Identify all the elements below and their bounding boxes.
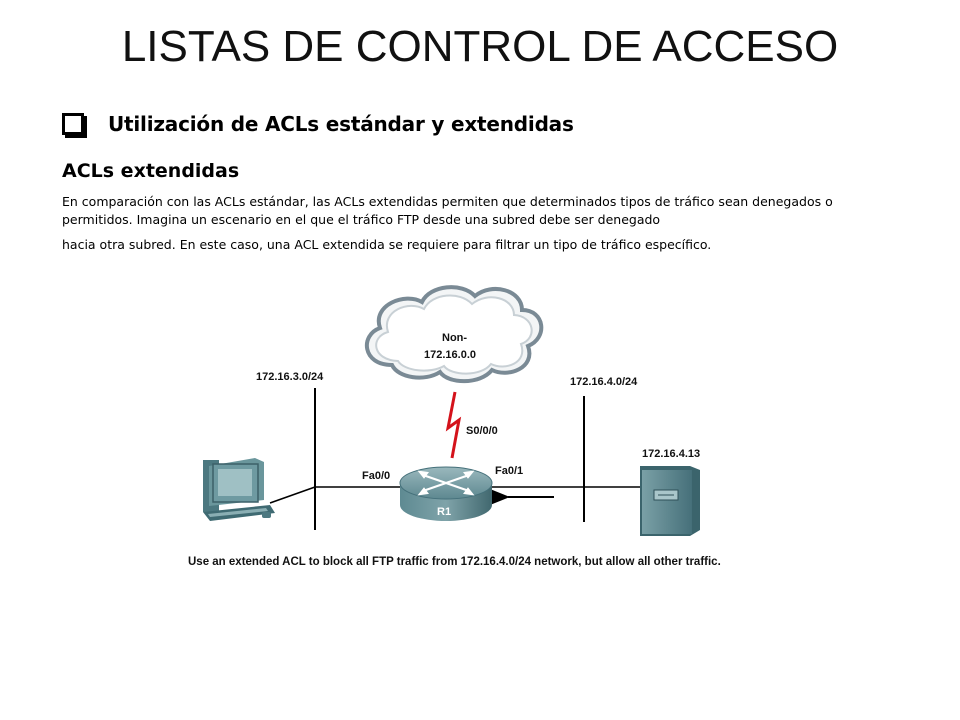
bullet-text: Utilización de ACLs estándar y extendida… [108,112,574,136]
diagram-caption: Use an extended ACL to block all FTP tra… [188,556,721,568]
pc-link [269,486,316,504]
server-ip-label: 172.16.4.13 [642,448,700,460]
left-network-label: 172.16.3.0/24 [256,371,324,383]
checkbox-bullet-icon [62,113,84,135]
router-label: R1 [437,506,451,518]
cloud-icon [364,285,544,384]
fa00-label: Fa0/0 [362,470,390,482]
paragraph-1: En comparación con las ACLs estándar, la… [62,194,833,227]
pc-icon [203,458,275,521]
right-network-label: 172.16.4.0/24 [570,376,638,388]
bullet-item: Utilización de ACLs estándar y extendida… [62,112,574,136]
subheading: ACLs extendidas [62,160,240,182]
cloud-label-line1: Non- [442,332,467,344]
cloud-label-line2: 172.16.0.0 [424,349,476,361]
fa01-label: Fa0/1 [495,465,523,477]
serial-interface-label: S0/0/0 [466,425,498,437]
router-icon [399,466,493,521]
server-icon [640,466,700,536]
slide-title: LISTAS DE CONTROL DE ACCESO [121,22,839,71]
serial-link [445,391,462,459]
paragraph-2: hacia otra subred. En este caso, una ACL… [62,237,712,252]
